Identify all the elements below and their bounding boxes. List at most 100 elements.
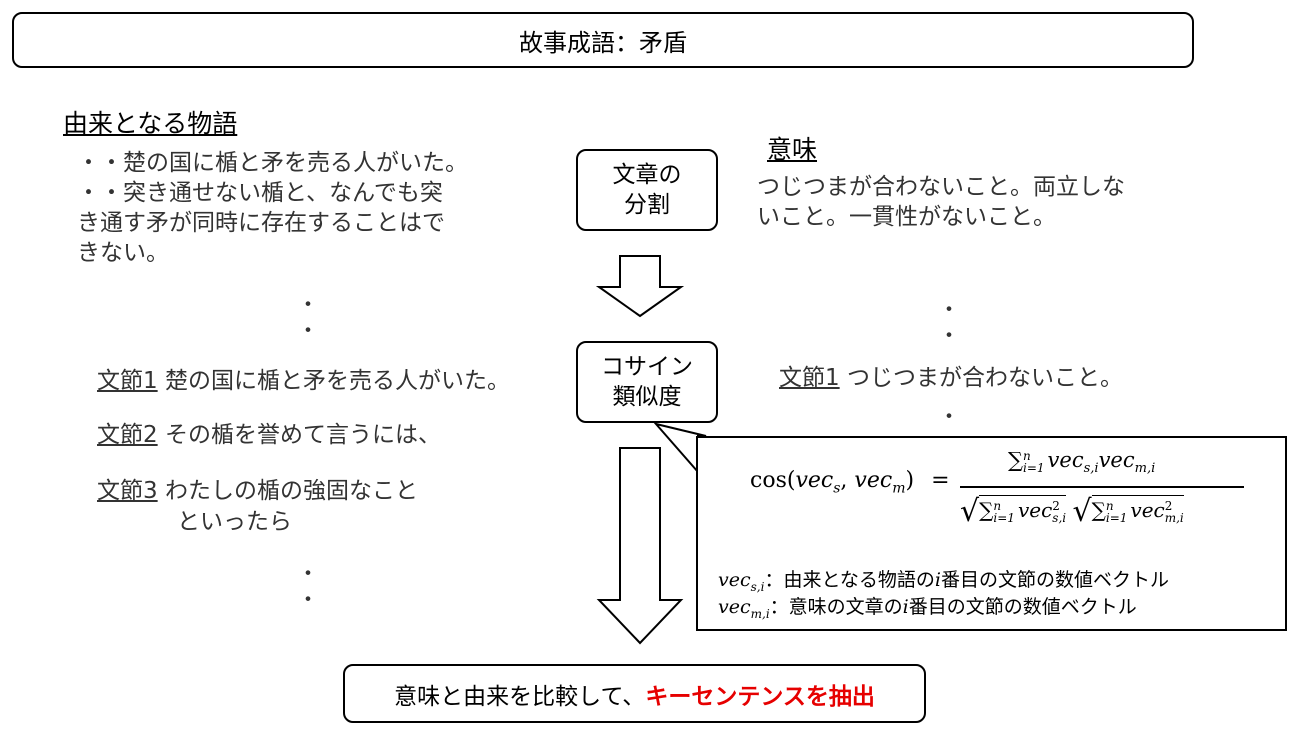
vertical-dot: ・ [297, 293, 320, 318]
fraction-bar [960, 486, 1244, 488]
legend-text: ：由来となる物語の [764, 569, 935, 591]
page-title: 故事成語：矛盾 [12, 12, 1194, 68]
sum-symbol: ∑ [979, 498, 994, 522]
square: 2 [1164, 498, 1173, 513]
origin-text: ・・楚の国に楯と矛を売る人がいた。 ・・突き通せない楯と、なんでも突 き通す矛が… [77, 148, 547, 268]
origin-ellipsis: ・ ・ [297, 293, 320, 345]
sum-symbol: ∑ [1091, 498, 1106, 522]
meaning-ellipsis-bottom: ・ [938, 405, 961, 431]
legend-sub: s,i [750, 579, 765, 594]
origin-line: きない。 [77, 240, 169, 266]
result-box: 意味と由来を比較して、キーセンテンスを抽出 [343, 664, 926, 723]
legend-rest: 番目の文節の数値ベクトル [940, 569, 1169, 591]
result-prefix: 意味と由来を比較して、 [394, 683, 646, 710]
legend-rest: 番目の文節の数値ベクトル [908, 596, 1137, 618]
origin-line: ・・楚の国に楯と矛を売る人がいた。 [77, 150, 468, 176]
vec-symbol: vec [795, 468, 834, 493]
vec-symbol: vec [1130, 498, 1165, 522]
sub-mi: m,i [1164, 510, 1184, 525]
meaning-heading: 意味 [767, 135, 818, 164]
meaning-clause-1: 文節1 つじつまが合わないこと。 [779, 363, 1123, 393]
sub-mi: m,i [1134, 461, 1156, 477]
legend-sub: m,i [750, 606, 770, 621]
vertical-dot: ・ [297, 319, 320, 344]
formula-lhs: cos(vecs, vecm) = [750, 468, 950, 496]
origin-ellipsis-bottom: ・ ・ [297, 562, 320, 614]
sum-upper: n [1105, 498, 1114, 513]
clause-label: 文節2 [97, 422, 158, 448]
legend-row-m: vecm,i：意味の文章のi番目の文節の数値ベクトル [718, 593, 1137, 628]
clause-text: その楯を誉めて言うには、 [164, 422, 441, 448]
comma: , [840, 468, 848, 493]
cosine-step-line2: 類似度 [612, 384, 682, 410]
vertical-dot: ・ [938, 405, 961, 430]
vertical-dot: ・ [938, 298, 961, 323]
sum-lower: i=1 [1023, 460, 1045, 475]
cos-function: cos [750, 468, 787, 493]
sub-si: s,i [1052, 510, 1067, 525]
legend-var: i [934, 569, 941, 591]
split-step-box: 文章の 分割 [576, 149, 718, 231]
clause-text: わたしの楯の強固なこと [164, 478, 418, 504]
meaning-text: つじつまが合わないこと。両立しな いこと。一貫性がないこと。 [757, 172, 1197, 232]
sub-m: m [892, 480, 906, 497]
clause-label: 文節1 [779, 365, 840, 391]
sum-lower: i=1 [1105, 510, 1128, 525]
origin-clause-1: 文節1 楚の国に楯と矛を売る人がいた。 [97, 366, 510, 396]
origin-clause-3-continuation: といったら [177, 509, 292, 535]
legend-row-s: vecs,i：由来となる物語のi番目の文節の数値ベクトル [718, 566, 1169, 601]
sqrt-symbol: √ [960, 494, 980, 529]
sum-symbol: ∑ [1008, 448, 1023, 472]
meaning-line: つじつまが合わないこと。両立しな [757, 174, 1125, 200]
sub-si: s,i [1083, 461, 1099, 477]
clause-label: 文節3 [97, 478, 158, 504]
down-arrow-long [596, 447, 684, 645]
vec-symbol: vec [1098, 448, 1135, 472]
clause-text: 楚の国に楯と矛を売る人がいた。 [164, 368, 510, 394]
meaning-ellipsis: ・ ・ [938, 298, 961, 350]
origin-heading: 由来となる物語 [63, 109, 238, 138]
square: 2 [1052, 498, 1060, 513]
vertical-dot: ・ [297, 562, 320, 587]
sum-upper: n [993, 498, 1002, 513]
vertical-dot: ・ [297, 588, 320, 613]
clause-text: つじつまが合わないこと。 [846, 365, 1123, 391]
close-paren: ) [905, 468, 915, 493]
equals-sign: = [931, 468, 950, 493]
sum-lower: i=1 [993, 510, 1015, 525]
cosine-step-box: コサイン 類似度 [576, 341, 718, 423]
vec-symbol: vec [1017, 498, 1053, 522]
vec-symbol: vec [718, 596, 751, 618]
legend-text: ：意味の文章の [769, 596, 903, 618]
vec-symbol: vec [854, 468, 893, 493]
down-arrow-small [595, 255, 685, 318]
sum-upper: n [1023, 448, 1031, 463]
vec-symbol: vec [718, 569, 751, 591]
meaning-line: いこと。一貫性がないこと。 [757, 204, 1056, 230]
open-paren: ( [786, 468, 796, 493]
sqrt-symbol: √ [1072, 494, 1092, 529]
origin-clause-3: 文節3 わたしの楯の強固なこと [97, 476, 418, 506]
split-step-line1: 文章の [612, 162, 682, 188]
sub-s: s [833, 480, 841, 497]
page-title-text: 故事成語：矛盾 [519, 28, 687, 57]
origin-line: き通す矛が同時に存在することはで [77, 210, 445, 236]
origin-clause-2: 文節2 その楯を誉めて言うには、 [97, 420, 441, 450]
legend-var: i [902, 596, 909, 618]
vertical-dot: ・ [938, 324, 961, 349]
clause-label: 文節1 [97, 368, 158, 394]
split-step-line2: 分割 [624, 192, 670, 218]
origin-line: ・・突き通せない楯と、なんでも突 [77, 180, 443, 206]
result-highlight: キーセンテンスを抽出 [645, 683, 875, 710]
vec-symbol: vec [1047, 448, 1084, 472]
